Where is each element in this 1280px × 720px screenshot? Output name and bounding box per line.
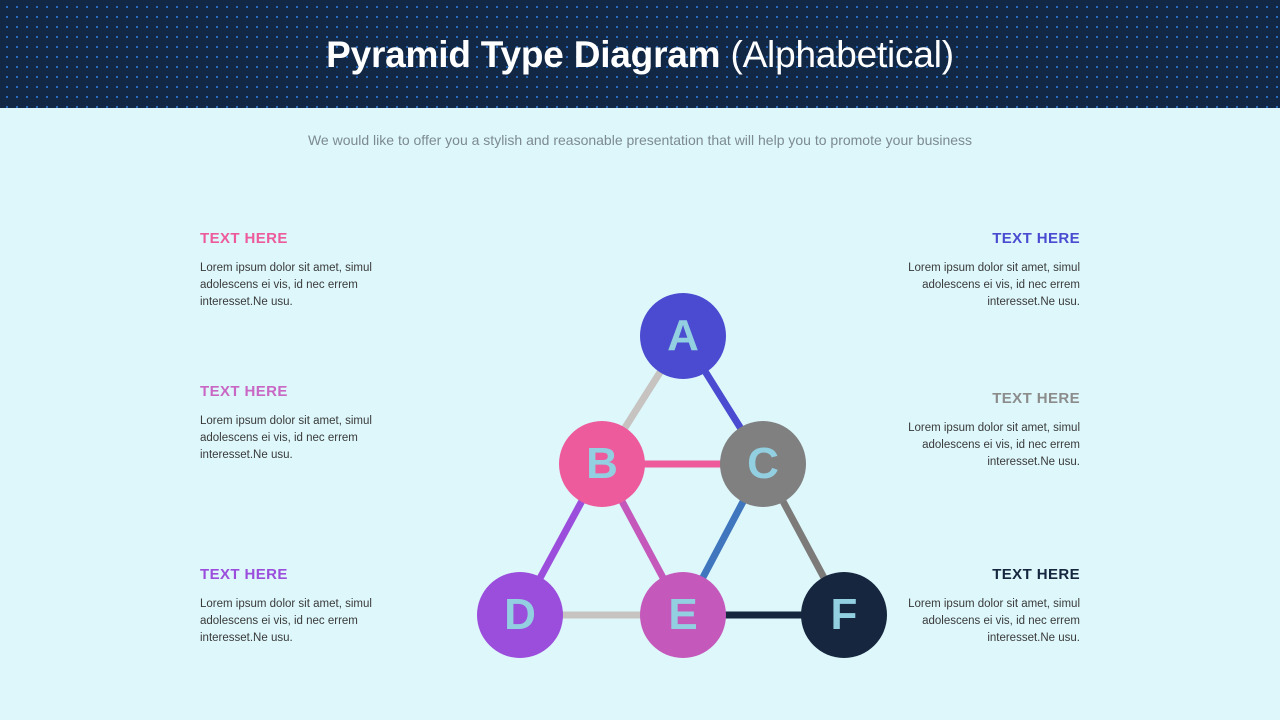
text-block-title: TEXT HERE: [200, 383, 288, 400]
node-label-c: C: [747, 439, 779, 488]
node-circle-f[interactable]: F: [801, 572, 887, 658]
text-block-body: Lorem ipsum dolor sit amet, simul adoles…: [908, 598, 1080, 645]
node-label-a: A: [667, 311, 699, 360]
text-block-left-3: TEXT HERE Lorem ipsum dolor sit amet, sim…: [200, 567, 400, 647]
node-label-e: E: [668, 590, 698, 639]
text-block-body: Lorem ipsum dolor sit amet, simul adoles…: [200, 415, 372, 462]
subtitle: We would like to offer you a stylish and…: [307, 132, 973, 148]
node-circle-e[interactable]: E: [640, 572, 726, 658]
text-block-right-1: TEXT HERE Lorem ipsum dolor sit amet, sim…: [880, 231, 1080, 311]
text-block-body: Lorem ipsum dolor sit amet, simul adoles…: [908, 262, 1080, 309]
text-block-title: TEXT HERE: [992, 390, 1080, 407]
text-block-title: TEXT HERE: [992, 230, 1080, 247]
page-title-subnote: (Alphabetical): [730, 33, 954, 75]
text-block-body: Lorem ipsum dolor sit amet, simul adoles…: [200, 598, 372, 645]
node-circle-a[interactable]: A: [640, 293, 726, 379]
text-block-left-2: TEXT HERE Lorem ipsum dolor sit amet, sim…: [200, 384, 400, 464]
header-bar: Pyramid Type Diagram (Alphabetical): [0, 0, 1280, 108]
text-block-right-3: TEXT HERE Lorem ipsum dolor sit amet, sim…: [880, 567, 1080, 647]
text-block-title: TEXT HERE: [200, 566, 288, 583]
text-block-title: TEXT HERE: [200, 230, 288, 247]
page-title-main: Pyramid Type Diagram: [326, 33, 721, 75]
node-circle-c[interactable]: C: [720, 421, 806, 507]
pyramid-diagram: A B C D E F: [400, 230, 887, 658]
node-circle-b[interactable]: B: [559, 421, 645, 507]
node-label-f: F: [830, 590, 858, 639]
connector-lines: [516, 334, 848, 619]
node-label-d: D: [504, 590, 536, 639]
text-block-body: Lorem ipsum dolor sit amet, simul adoles…: [908, 422, 1080, 469]
node-circle-d[interactable]: D: [477, 572, 563, 658]
text-block-title: TEXT HERE: [992, 566, 1080, 583]
text-block-body: Lorem ipsum dolor sit amet, simul adoles…: [200, 262, 372, 309]
text-block-left-1: TEXT HERE Lorem ipsum dolor sit amet, sim…: [200, 231, 400, 311]
text-block-right-2: TEXT HERE Lorem ipsum dolor sit amet, sim…: [880, 391, 1080, 471]
page-title: Pyramid Type Diagram (Alphabetical): [326, 36, 954, 73]
node-label-b: B: [586, 439, 618, 488]
